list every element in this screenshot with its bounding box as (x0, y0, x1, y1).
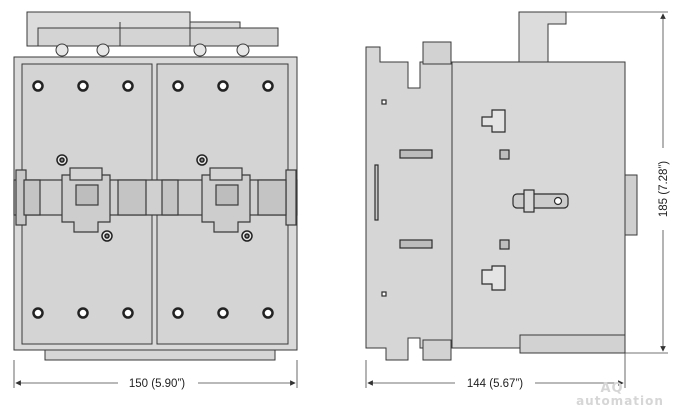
watermark-brand-text: automation (576, 394, 664, 408)
watermark-logo-text: AQ (600, 381, 623, 396)
front-mechanism-screws (56, 154, 253, 242)
side-base-plate (365, 46, 453, 361)
side-top-bracket (518, 11, 567, 63)
front-bottom-terminal (44, 349, 276, 361)
side-view-details (374, 99, 569, 297)
side-depth-dimension-label: 144 (5.67”) (467, 378, 523, 390)
front-width-dimension-label: 150 (5.90”) (129, 378, 185, 390)
side-view (365, 11, 638, 361)
height-dimension-label: 185 (7.28”) (658, 161, 670, 217)
front-top-terminal-inner (37, 27, 279, 47)
front-mechanism-band (13, 167, 298, 233)
front-mounting-holes (32, 80, 274, 319)
